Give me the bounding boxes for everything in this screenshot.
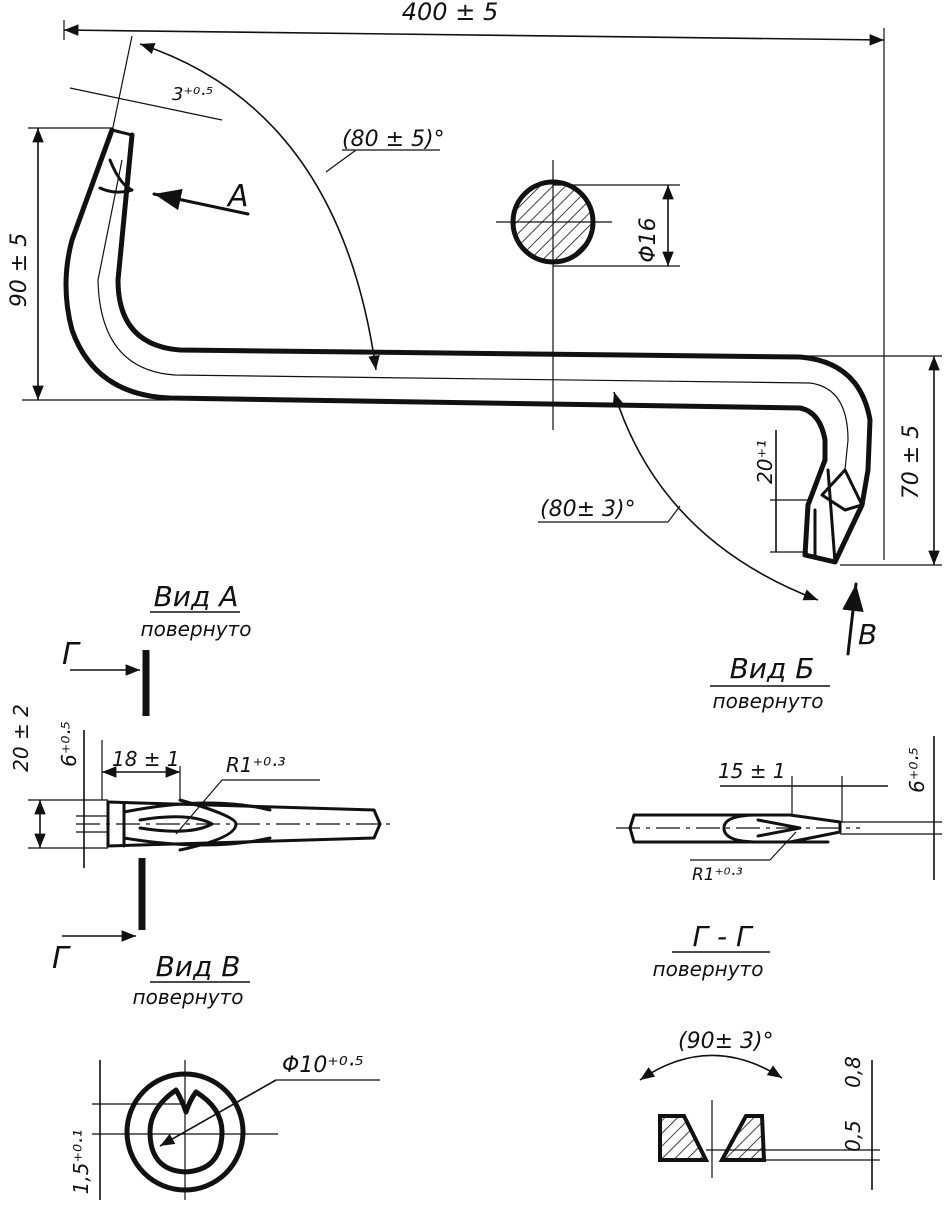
dim-tip-length: 20⁺¹ xyxy=(753,440,777,484)
section-left-part xyxy=(658,1114,710,1162)
dim-angle-top: (80 ± 5)° xyxy=(342,127,445,152)
bar-inner-contour xyxy=(115,132,873,473)
dim-leader xyxy=(175,779,223,835)
view-b-groove xyxy=(722,813,760,844)
view-label-a: A xyxy=(226,179,249,214)
dim-view-a-height: 20 ± 2 xyxy=(9,704,33,772)
dim-arc-section-angle xyxy=(639,1054,783,1081)
dim-tip-width: 3⁺⁰·⁵ xyxy=(172,84,213,105)
dim-angle-bottom: (80± 3)° xyxy=(540,497,636,522)
dim-view-v-offset: 1,5⁺⁰·¹ xyxy=(69,1130,93,1195)
view-v-title: Вид В xyxy=(156,950,241,983)
dim-line-length xyxy=(63,24,885,46)
dim-leader-diameter xyxy=(159,1079,277,1147)
view-b-tip xyxy=(788,813,842,844)
dim-section-width: 0,8 xyxy=(841,1056,865,1088)
dim-height-right: 70 ± 5 xyxy=(899,425,924,499)
dim-section-angle: (90± 3)° xyxy=(678,1029,774,1054)
right-tip-detail xyxy=(813,468,864,564)
dim-view-b-radius: R1⁺⁰·³ xyxy=(692,865,743,885)
view-b-title: Вид Б xyxy=(730,652,815,685)
dim-height-left: 90 ± 5 xyxy=(7,233,32,307)
view-b: Вид Б повернуто 15 ± 1 6⁺⁰·⁵ R1⁺⁰·³ xyxy=(616,652,942,885)
view-a-subtitle: повернуто xyxy=(141,617,252,641)
view-a-title: Вид А xyxy=(154,580,239,613)
bar-outer-contour xyxy=(63,127,828,463)
dim-leader xyxy=(667,505,681,523)
dim-section-depth: 0,5 xyxy=(841,1120,865,1152)
section-g-title: Г - Г xyxy=(692,920,754,953)
section-label-top: Г xyxy=(62,637,81,672)
dim-leader xyxy=(769,831,797,861)
view-arrow-a xyxy=(152,189,250,216)
main-view: Φ16 400 ± 5 3⁺⁰·⁵ (80 ± 5)° A 90 ± 5 70 … xyxy=(7,0,942,656)
bar-center-line xyxy=(97,159,849,471)
dim-leader xyxy=(325,149,357,173)
view-a: Вид А повернуто Г Г 20 ± 2 6⁺⁰·⁵ 18 ± 1 … xyxy=(9,580,392,976)
left-tip-bevel xyxy=(98,128,134,194)
section-g-subtitle: повернуто xyxy=(653,957,764,981)
dim-view-a-length: 18 ± 1 xyxy=(112,747,180,771)
dim-view-a-gap: 6⁺⁰·⁵ xyxy=(57,721,81,767)
dim-view-b-length: 15 ± 1 xyxy=(718,759,786,783)
view-v-inner-contour xyxy=(147,1087,225,1175)
dim-ext-line xyxy=(111,35,133,133)
dim-arc-angle-bottom xyxy=(612,391,819,601)
dim-section-diameter: Φ16 xyxy=(636,217,661,262)
dim-view-b-gap: 6⁺⁰·⁵ xyxy=(905,747,929,793)
section-label-bottom: Г xyxy=(52,941,71,976)
dim-arc-angle-top xyxy=(139,43,380,371)
dim-overall-length: 400 ± 5 xyxy=(402,0,498,26)
view-v: Вид В повернуто Φ10⁺⁰·⁵ 1,5⁺⁰·¹ xyxy=(69,950,380,1200)
section-right-part xyxy=(718,1114,767,1162)
dim-view-a-radius: R1⁺⁰·³ xyxy=(226,753,286,777)
view-b-subtitle: повернуто xyxy=(713,689,824,713)
dim-view-v-diameter: Φ10⁺⁰·⁵ xyxy=(282,1053,364,1078)
section-g: Г - Г повернуто (90± 3)° 0,8 0,5 xyxy=(639,920,880,1190)
view-v-subtitle: повернуто xyxy=(133,985,244,1009)
view-arrow-b xyxy=(842,582,864,656)
view-label-b: B xyxy=(858,618,877,651)
